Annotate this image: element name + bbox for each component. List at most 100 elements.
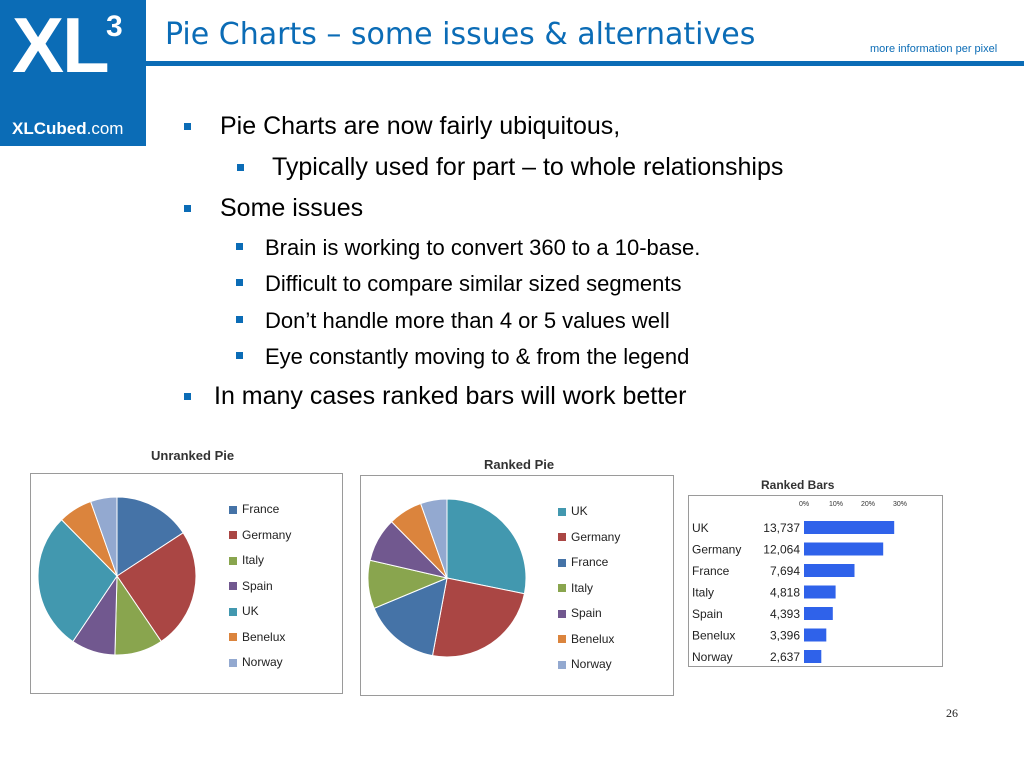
bullet-text: In many cases ranked bars will work bett…: [214, 382, 687, 410]
legend-swatch: [558, 507, 566, 516]
logo-url: XLCubed.com: [12, 120, 123, 137]
header-rule: [146, 61, 1024, 66]
legend-item-france: France: [558, 555, 608, 569]
bullet-item: Difficult to compare similar sized segme…: [236, 271, 682, 297]
legend-swatch: [229, 633, 237, 642]
bullet-text: Eye constantly moving to & from the lege…: [265, 344, 690, 369]
legend-label: Germany: [571, 529, 621, 544]
legend-swatch: [558, 660, 566, 669]
bullet-text: Typically used for part – to whole relat…: [272, 153, 784, 181]
legend-item-spain: Spain: [229, 579, 273, 593]
axis-tick-label: 20%: [861, 501, 875, 508]
bullet-square-icon: [236, 316, 243, 323]
bar-category-label: Benelux: [692, 629, 735, 643]
legend-swatch: [229, 582, 237, 591]
bullet-text: Pie Charts are now fairly ubiquitous,: [220, 112, 621, 140]
bar-value-label: 7,694: [770, 564, 800, 578]
legend-label: France: [571, 555, 609, 569]
legend-item-italy: Italy: [229, 553, 264, 567]
legend-swatch: [558, 609, 566, 618]
legend-label: Spain: [242, 578, 273, 593]
logo-superscript: 3: [106, 10, 123, 43]
xlcubed-logo: XL 3 XLCubed.com: [0, 0, 146, 146]
legend-item-uk: UK: [229, 604, 259, 618]
bullet-item: Typically used for part – to whole relat…: [237, 153, 784, 182]
axis-tick-label: 0%: [799, 501, 809, 508]
slide-title: Pie Charts – some issues & alternatives: [165, 17, 756, 52]
bar-category-label: Germany: [692, 543, 741, 557]
ranked-pie-chart: [367, 498, 527, 658]
bar-value-label: 12,064: [763, 543, 800, 557]
legend-swatch: [229, 531, 237, 540]
pie-slice-norway: [90, 496, 118, 577]
bar-value-label: 2,637: [770, 650, 800, 664]
legend-label: Germany: [242, 527, 292, 542]
logo-url-bold: XLCubed: [12, 119, 87, 138]
ranked-pie-title: Ranked Pie: [484, 457, 555, 472]
axis-tick-label: 30%: [893, 501, 907, 508]
legend-label: Benelux: [242, 629, 286, 644]
bar-value-label: 3,396: [770, 629, 800, 643]
unranked-pie-chart: [37, 496, 197, 656]
bullet-item: Eye constantly moving to & from the lege…: [236, 344, 690, 370]
legend-label: Norway: [571, 657, 612, 671]
bar-value-label: 4,393: [770, 607, 800, 621]
bar-category-label: Spain: [692, 607, 723, 621]
legend-item-germany: Germany: [229, 528, 291, 542]
bullet-text: Brain is working to convert 360 to a 10-…: [265, 235, 701, 260]
legend-item-norway: Norway: [229, 655, 283, 669]
unranked-pie-title: Unranked Pie: [151, 448, 235, 463]
bullet-square-icon: [184, 123, 191, 130]
bullet-text: Don’t handle more than 4 or 5 values wel…: [265, 308, 670, 333]
bullet-text: Difficult to compare similar sized segme…: [265, 271, 682, 296]
bullet-square-icon: [236, 279, 243, 286]
page-number: 26: [946, 706, 958, 720]
legend-swatch: [558, 533, 566, 542]
bullet-text: Some issues: [220, 194, 364, 222]
bullet-item: Pie Charts are now fairly ubiquitous,: [184, 112, 621, 141]
bar-benelux: [804, 628, 827, 642]
tagline: more information per pixel: [870, 43, 998, 55]
bullet-square-icon: [184, 393, 191, 400]
legend-item-france: France: [229, 502, 279, 516]
bar-value-label: 13,737: [763, 521, 800, 535]
bullet-item: In many cases ranked bars will work bett…: [184, 382, 687, 411]
ranked-bars-title: Ranked Bars: [761, 478, 835, 492]
bar-category-label: France: [692, 564, 730, 578]
bar-spain: [804, 607, 833, 620]
legend-label: Benelux: [571, 631, 615, 646]
bar-france: [804, 564, 855, 577]
legend-item-benelux: Benelux: [558, 632, 614, 646]
legend-item-uk: UK: [558, 504, 588, 518]
legend-label: Italy: [571, 580, 594, 595]
legend-swatch: [229, 607, 237, 616]
bar-category-label: Italy: [692, 586, 714, 600]
legend-label: Spain: [571, 606, 602, 620]
bullet-item: Some issues: [184, 194, 364, 223]
axis-tick-label: 10%: [829, 501, 843, 508]
legend-item-norway: Norway: [558, 657, 612, 671]
pie-slice-france: [116, 496, 184, 577]
pie-slice-germany: [116, 532, 197, 643]
bullet-item: Don’t handle more than 4 or 5 values wel…: [236, 308, 670, 334]
legend-item-benelux: Benelux: [229, 630, 285, 644]
pie-slice-norway: [420, 498, 448, 579]
bullet-square-icon: [236, 352, 243, 359]
legend-swatch: [229, 658, 237, 667]
bar-category-label: UK: [692, 521, 709, 535]
bar-value-label: 4,818: [770, 586, 800, 600]
legend-swatch: [558, 635, 566, 644]
legend-label: Norway: [242, 655, 283, 669]
legend-label: UK: [571, 504, 588, 518]
bullet-item: Brain is working to convert 360 to a 10-…: [236, 235, 701, 261]
bar-category-label: Norway: [692, 650, 733, 664]
logo-url-rest: .com: [86, 119, 124, 138]
legend-swatch: [558, 558, 566, 567]
legend-swatch: [558, 584, 566, 593]
pie-slice-uk: [37, 519, 118, 643]
